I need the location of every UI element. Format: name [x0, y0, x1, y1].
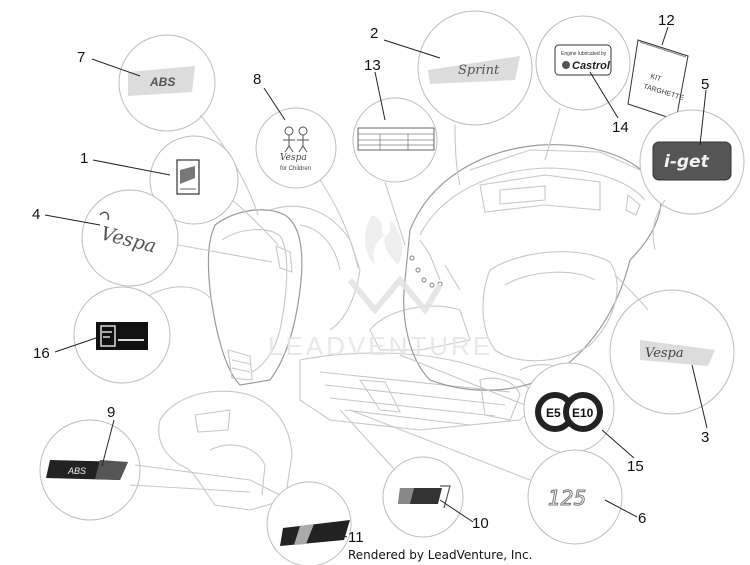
castrol-top-text: Engine lubricated by — [561, 51, 607, 57]
callout-number-4: 4 — [32, 206, 40, 223]
watermark: LEADVENTURE — [268, 215, 493, 361]
callout-circle-8: Vespa for Children — [255, 107, 359, 269]
callout-number-3: 3 — [701, 429, 709, 446]
callout-number-2: 2 — [370, 25, 378, 42]
callout-circle-10 — [339, 409, 464, 538]
callout-number-8: 8 — [253, 71, 261, 88]
callout-number-6: 6 — [638, 510, 646, 527]
callout-circle-15: E5 E10 — [399, 354, 615, 454]
callout-circle-4: Vespa — [81, 189, 273, 287]
callout-circle-3: Vespa — [609, 274, 735, 415]
callout-circle-7: ABS — [118, 34, 259, 216]
scooter-drawing — [158, 144, 662, 511]
callout-number-11: 11 — [348, 529, 364, 546]
children-logo-line1: Vespa — [280, 153, 307, 163]
callout-circle-13 — [352, 97, 438, 246]
kit-bag: KIT TARGHETTE — [627, 39, 689, 121]
callout-number-12: 12 — [658, 12, 675, 29]
abs-stripe-text: ABS — [67, 466, 86, 476]
e10-label: E10 — [572, 406, 594, 420]
sprint-logo-text: Sprint — [458, 63, 500, 78]
iget-logo-text: i-get — [664, 152, 710, 172]
callout-circle-11 — [249, 479, 352, 565]
watermark-text: LEADVENTURE — [268, 331, 493, 361]
callout-number-10: 10 — [472, 515, 489, 532]
castrol-brand-text: Castrol — [572, 60, 611, 72]
callout-numbers: 7 1 4 16 8 13 2 14 12 5 3 15 6 10 9 11 — [32, 12, 709, 546]
kit-line1: KIT — [649, 73, 662, 83]
vespa-side-text: Vespa — [645, 346, 684, 361]
callout-circle-5: i-get — [639, 109, 745, 251]
callout-number-13: 13 — [364, 57, 381, 74]
callout-circle-1 — [149, 135, 279, 246]
callout-circle-14: Engine lubricated by Castrol — [535, 15, 631, 161]
callout-circle-6: 125 — [349, 409, 623, 545]
callout-number-9: 9 — [107, 404, 115, 421]
callout-number-14: 14 — [612, 119, 629, 136]
e5-label: E5 — [546, 406, 561, 420]
callout-number-15: 15 — [627, 458, 644, 475]
abs-logo-text: ABS — [149, 75, 175, 89]
leader-lines — [44, 26, 708, 538]
callout-number-5: 5 — [701, 76, 709, 93]
callout-number-16: 16 — [33, 345, 50, 362]
callout-circle-2: Sprint — [417, 10, 533, 186]
callout-number-1: 1 — [80, 150, 88, 167]
children-logo-line2: for Children — [280, 166, 311, 172]
cc-badge-text: 125 — [548, 486, 586, 510]
callout-number-7: 7 — [77, 49, 85, 66]
render-credit: Rendered by LeadVenture, Inc. — [348, 548, 532, 562]
callout-circle-16 — [73, 286, 213, 384]
callout-circle-9: ABS — [39, 419, 251, 521]
